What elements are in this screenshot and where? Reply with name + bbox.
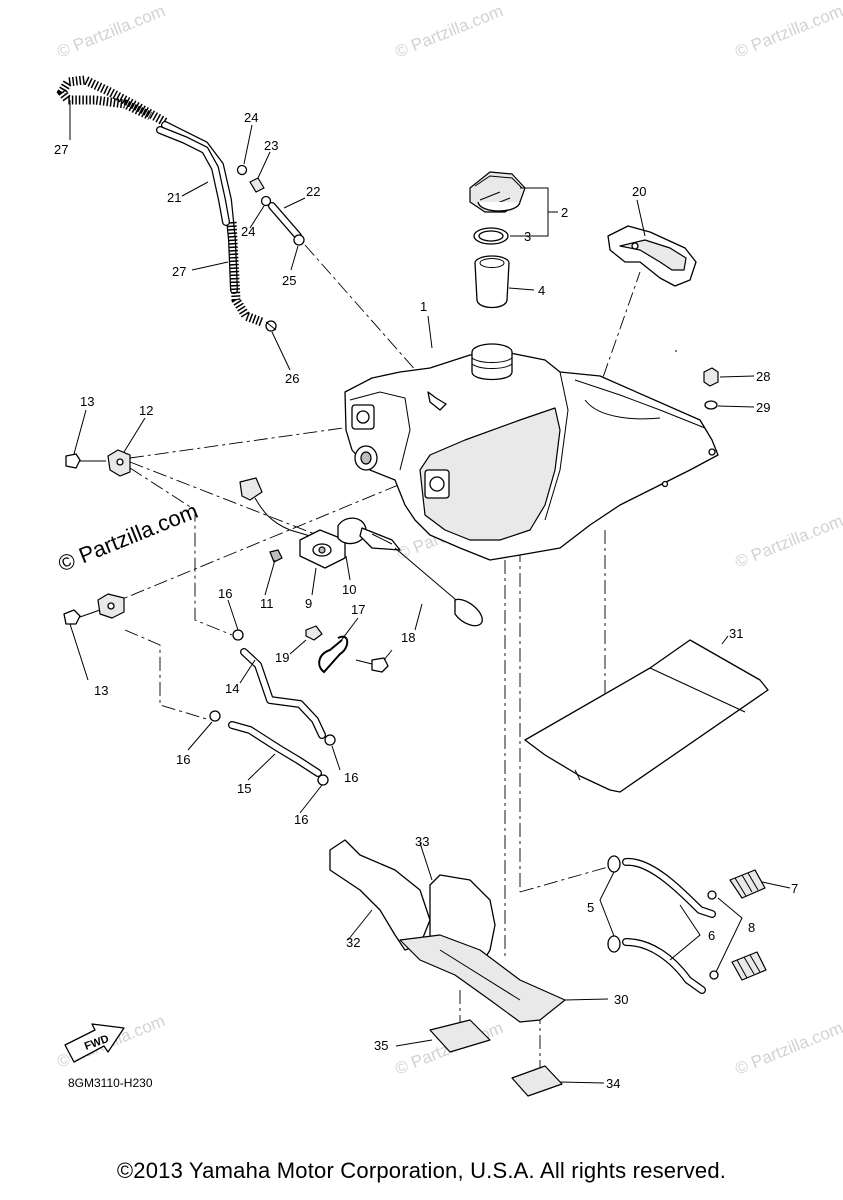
lower-bracket bbox=[63, 593, 125, 625]
callout-26: 26 bbox=[285, 371, 299, 386]
callout-19: 19 bbox=[275, 650, 289, 665]
callout-13-upper: 13 bbox=[80, 394, 94, 409]
callout-24-a: 24 bbox=[244, 110, 258, 125]
callout-2: 2 bbox=[561, 205, 568, 220]
callout-16-a: 16 bbox=[218, 586, 232, 601]
callout-27-a: 27 bbox=[54, 142, 68, 157]
tank-handle bbox=[607, 225, 697, 287]
breather-hose bbox=[56, 75, 264, 327]
callout-6: 6 bbox=[708, 928, 715, 943]
upper-bracket bbox=[65, 449, 131, 477]
callout-9: 9 bbox=[305, 596, 312, 611]
callout-24-b: 24 bbox=[241, 224, 255, 239]
callout-11: 11 bbox=[260, 596, 274, 611]
fuel-tank bbox=[344, 343, 719, 561]
callout-10: 10 bbox=[342, 582, 356, 597]
callout-31: 31 bbox=[729, 626, 743, 641]
hose-holder bbox=[305, 625, 389, 674]
callout-13-lower: 13 bbox=[94, 683, 108, 698]
callout-17: 17 bbox=[351, 602, 365, 617]
callout-3: 3 bbox=[524, 229, 531, 244]
drain-hoses bbox=[607, 855, 767, 994]
callout-35: 35 bbox=[374, 1038, 388, 1053]
watermark-text: © Partzilla.com bbox=[732, 511, 843, 572]
washer bbox=[704, 400, 718, 410]
callout-22: 22 bbox=[306, 184, 320, 199]
callout-16-b: 16 bbox=[176, 752, 190, 767]
callout-33: 33 bbox=[415, 834, 429, 849]
callouts: 1 2 3 4 5 6 7 8 9 10 11 12 13 13 14 15 1… bbox=[54, 110, 798, 1091]
callout-16-d: 16 bbox=[294, 812, 308, 827]
watermark-center: © Partzilla.com bbox=[55, 498, 202, 577]
hose-clip bbox=[265, 320, 277, 332]
callout-20: 20 bbox=[632, 184, 646, 199]
fuel-sender bbox=[239, 477, 483, 627]
watermark-text: © Partzilla.com bbox=[732, 1018, 843, 1079]
callout-1: 1 bbox=[420, 299, 427, 314]
callout-5: 5 bbox=[587, 900, 594, 915]
callout-14: 14 bbox=[225, 681, 239, 696]
watermark-text: © Partzilla.com bbox=[392, 1, 505, 62]
heat-shield-upper bbox=[524, 639, 769, 793]
callout-21: 21 bbox=[167, 190, 181, 205]
callout-34: 34 bbox=[606, 1076, 620, 1091]
leader-lines bbox=[69, 100, 791, 1084]
gasket bbox=[473, 227, 509, 245]
fuel-cap bbox=[469, 171, 526, 213]
diagram-code: 8GM3110-H230 bbox=[68, 1076, 153, 1090]
callout-29: 29 bbox=[756, 400, 770, 415]
callout-27-b: 27 bbox=[172, 264, 186, 279]
callout-12: 12 bbox=[139, 403, 153, 418]
callout-15: 15 bbox=[237, 781, 251, 796]
filler-tube bbox=[474, 255, 510, 309]
reference-lines bbox=[107, 244, 641, 1070]
watermark-text: © Partzilla.com bbox=[732, 1, 843, 62]
callout-28: 28 bbox=[756, 369, 770, 384]
callout-16-c: 16 bbox=[344, 770, 358, 785]
callout-7: 7 bbox=[791, 881, 798, 896]
callout-18: 18 bbox=[401, 630, 415, 645]
callout-8: 8 bbox=[748, 920, 755, 935]
fuel-hose bbox=[209, 629, 336, 786]
callout-32: 32 bbox=[346, 935, 360, 950]
callout-30: 30 bbox=[614, 992, 628, 1007]
hose-joint bbox=[236, 164, 305, 246]
pad bbox=[429, 1019, 563, 1097]
watermark-text: © Partzilla.com bbox=[54, 1, 167, 62]
copyright-notice: ©2013 Yamaha Motor Corporation, U.S.A. A… bbox=[116, 1158, 727, 1183]
callout-23: 23 bbox=[264, 138, 278, 153]
nut bbox=[703, 367, 719, 387]
heat-shield-lower bbox=[329, 839, 566, 1023]
callout-4: 4 bbox=[538, 283, 545, 298]
callout-25: 25 bbox=[282, 273, 296, 288]
